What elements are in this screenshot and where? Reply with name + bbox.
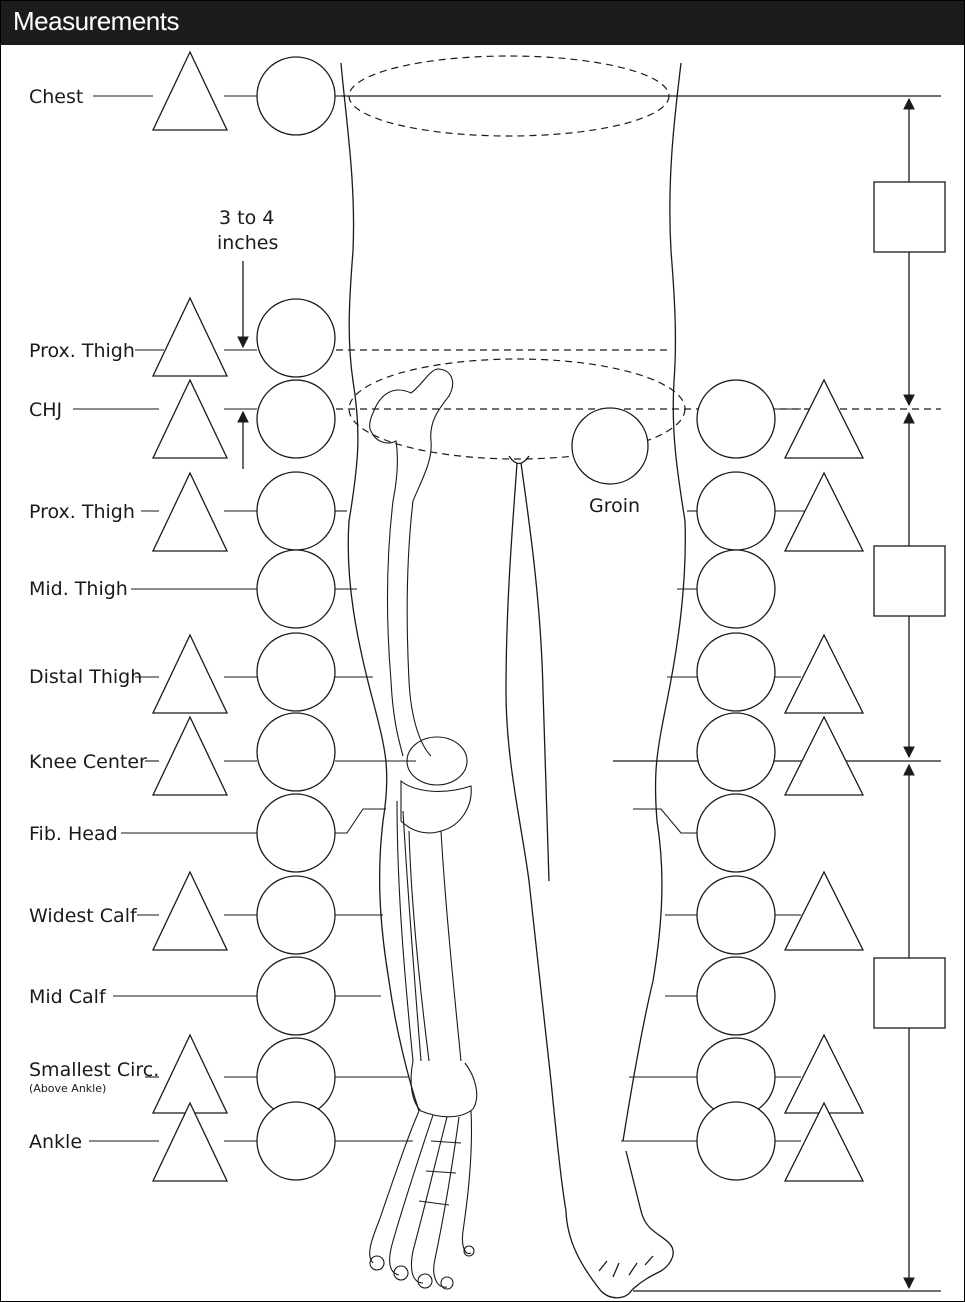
circle-right-fib-head[interactable] [697, 794, 775, 872]
circle-chest[interactable] [257, 57, 335, 135]
circle-right-distal-thigh[interactable] [697, 633, 775, 711]
circle-fib-head[interactable] [257, 794, 335, 872]
length-box-chj-to-knee[interactable] [874, 546, 945, 616]
length-box-chest-to-chj[interactable] [874, 182, 945, 252]
label-chest: Chest [29, 86, 83, 108]
label-ankle: Ankle [29, 1131, 82, 1153]
triangle-smallest-circ[interactable] [153, 1035, 227, 1113]
circle-distal-thigh[interactable] [257, 633, 335, 711]
circle-right-prox-thigh[interactable] [697, 472, 775, 550]
length-box-knee-to-floor[interactable] [874, 958, 945, 1028]
circle-widest-calf[interactable] [257, 876, 335, 954]
leg-outline [341, 63, 685, 1298]
left-labels: Chest Prox. Thigh CHJ Prox. Thigh Mid. T… [29, 86, 159, 1153]
triangle-right-widest-calf[interactable] [785, 872, 863, 950]
triangle-chest[interactable] [153, 52, 227, 130]
triangle-right-prox-thigh[interactable] [785, 473, 863, 551]
label-knee-center: Knee Center [29, 751, 147, 773]
label-mid-thigh: Mid. Thigh [29, 578, 128, 600]
circle-right-ankle[interactable] [697, 1102, 775, 1180]
label-chj: CHJ [29, 399, 62, 421]
circle-knee-center[interactable] [257, 713, 335, 791]
label-smallest-circ-note: (Above Ankle) [29, 1082, 106, 1095]
triangle-right-distal-thigh[interactable] [785, 635, 863, 713]
label-fib-head: Fib. Head [29, 823, 118, 845]
leg-skeleton [370, 369, 477, 1289]
triangle-knee-center[interactable] [153, 717, 227, 795]
triangle-chj[interactable] [153, 380, 227, 458]
offset-note-line1: 3 to 4 [219, 207, 274, 229]
circle-right-mid-thigh[interactable] [697, 550, 775, 628]
label-smallest-circ: Smallest Circ. [29, 1059, 159, 1081]
triangle-distal-thigh[interactable] [153, 635, 227, 713]
triangle-right-knee-center[interactable] [785, 717, 863, 795]
triangle-prox-thigh[interactable] [153, 473, 227, 551]
circle-mid-thigh[interactable] [257, 550, 335, 628]
triangle-ankle[interactable] [153, 1103, 227, 1181]
circle-mid-calf[interactable] [257, 957, 335, 1035]
triangle-widest-calf[interactable] [153, 872, 227, 950]
triangle-prox-thigh-upper[interactable] [153, 298, 227, 376]
label-prox-thigh: Prox. Thigh [29, 501, 135, 523]
circle-prox-thigh-upper[interactable] [257, 299, 335, 377]
offset-note-line2: inches [217, 232, 278, 254]
circle-prox-thigh[interactable] [257, 472, 335, 550]
circle-right-mid-calf[interactable] [697, 957, 775, 1035]
label-distal-thigh: Distal Thigh [29, 666, 142, 688]
right-triangles [785, 380, 863, 1181]
circle-right-widest-calf[interactable] [697, 876, 775, 954]
label-mid-calf: Mid Calf [29, 986, 107, 1008]
left-triangles [153, 52, 227, 1181]
right-circles [697, 380, 775, 1180]
groin-label: Groin [589, 495, 640, 517]
label-prox-thigh-upper: Prox. Thigh [29, 340, 135, 362]
label-widest-calf: Widest Calf [29, 905, 138, 927]
circle-right-knee-center[interactable] [697, 713, 775, 791]
circle-chj[interactable] [257, 380, 335, 458]
circle-right-chj[interactable] [697, 380, 775, 458]
triangle-right-ankle[interactable] [785, 1103, 863, 1181]
triangle-right-chj[interactable] [785, 380, 863, 458]
circle-groin[interactable] [572, 408, 648, 484]
triangle-right-smallest-circ[interactable] [785, 1035, 863, 1113]
circle-ankle[interactable] [257, 1102, 335, 1180]
